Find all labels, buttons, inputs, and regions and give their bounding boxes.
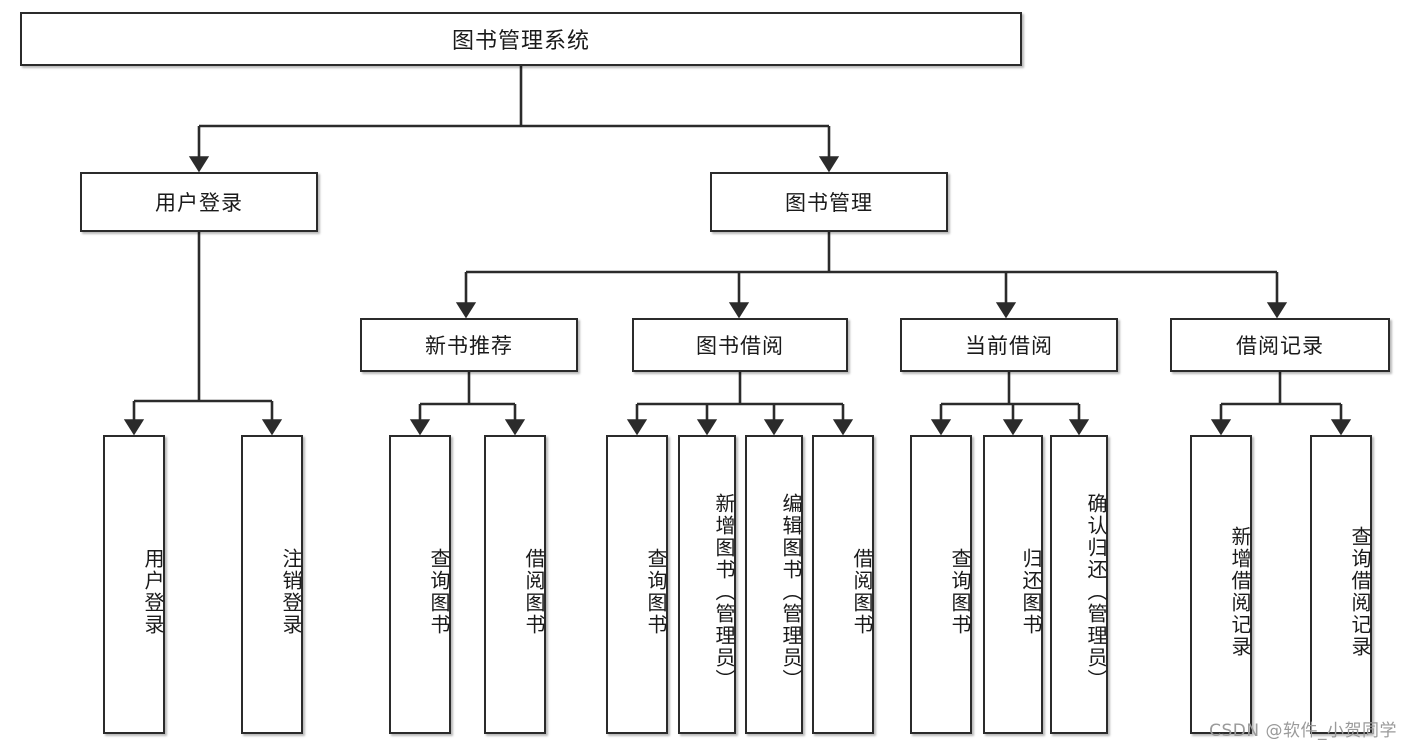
node-label: 用户登录 — [155, 191, 243, 215]
node-leaf-borrow-book-borrow[interactable]: 借阅图书 — [812, 435, 874, 734]
node-label: 查询图书 — [948, 547, 972, 636]
edge-userlogin-to-leaves — [123, 232, 283, 436]
node-book-borrow[interactable]: 图书借阅 — [632, 318, 848, 372]
node-leaf-user-logout[interactable]: 注销登录 — [241, 435, 303, 734]
node-label: 新增图书（管理员） — [712, 492, 736, 691]
node-leaf-query-borrow-record[interactable]: 查询借阅记录 — [1310, 435, 1372, 734]
node-label: 图书借阅 — [696, 334, 784, 358]
node-label: 确认归还（管理员） — [1084, 492, 1108, 691]
csdn-watermark: CSDN @软件_小贺同学 — [1209, 721, 1397, 741]
node-current-borrow[interactable]: 当前借阅 — [900, 318, 1118, 372]
node-label: 注销登录 — [279, 547, 303, 636]
node-label: 图书管理系统 — [451, 29, 590, 54]
node-label: 用户登录 — [141, 547, 165, 636]
node-leaf-confirm-return-admin[interactable]: 确认归还（管理员） — [1050, 435, 1108, 734]
node-label: 借阅记录 — [1236, 334, 1324, 358]
edge-borrowrecord-to-leaves — [1210, 372, 1352, 436]
node-book-manage[interactable]: 图书管理 — [710, 172, 948, 232]
edge-root-to-level2 — [188, 66, 840, 173]
node-label: 编辑图书（管理员） — [779, 492, 803, 691]
node-label: 借阅图书 — [850, 547, 874, 636]
node-new-book-recommend[interactable]: 新书推荐 — [360, 318, 578, 372]
node-label: 查询借阅记录 — [1348, 525, 1372, 658]
node-label: 借阅图书 — [522, 547, 546, 636]
node-label: 归还图书 — [1019, 547, 1043, 636]
node-label: 新增借阅记录 — [1228, 525, 1252, 658]
node-leaf-query-book-borrow[interactable]: 查询图书 — [606, 435, 668, 734]
edge-bookborrow-to-leaves — [626, 372, 854, 436]
node-label: 查询图书 — [427, 547, 451, 636]
edge-bookmanage-to-level3 — [455, 232, 1288, 319]
node-leaf-user-login[interactable]: 用户登录 — [103, 435, 165, 734]
node-leaf-add-book-admin[interactable]: 新增图书（管理员） — [678, 435, 736, 734]
node-leaf-add-borrow-record[interactable]: 新增借阅记录 — [1190, 435, 1252, 734]
node-leaf-query-book-current[interactable]: 查询图书 — [910, 435, 972, 734]
node-leaf-borrow-book-newbook[interactable]: 借阅图书 — [484, 435, 546, 734]
node-leaf-query-book-newbook[interactable]: 查询图书 — [389, 435, 451, 734]
node-leaf-edit-book-admin[interactable]: 编辑图书（管理员） — [745, 435, 803, 734]
node-borrow-record[interactable]: 借阅记录 — [1170, 318, 1390, 372]
node-label: 当前借阅 — [965, 334, 1053, 358]
node-leaf-return-book[interactable]: 归还图书 — [983, 435, 1043, 734]
edge-newbookrec-to-leaves — [409, 372, 526, 436]
node-label: 查询图书 — [644, 547, 668, 636]
node-label: 图书管理 — [785, 191, 873, 215]
node-root-system[interactable]: 图书管理系统 — [20, 12, 1022, 66]
node-label: 新书推荐 — [425, 334, 513, 358]
edge-currentborrow-to-leaves — [930, 372, 1090, 436]
node-user-login[interactable]: 用户登录 — [80, 172, 318, 232]
